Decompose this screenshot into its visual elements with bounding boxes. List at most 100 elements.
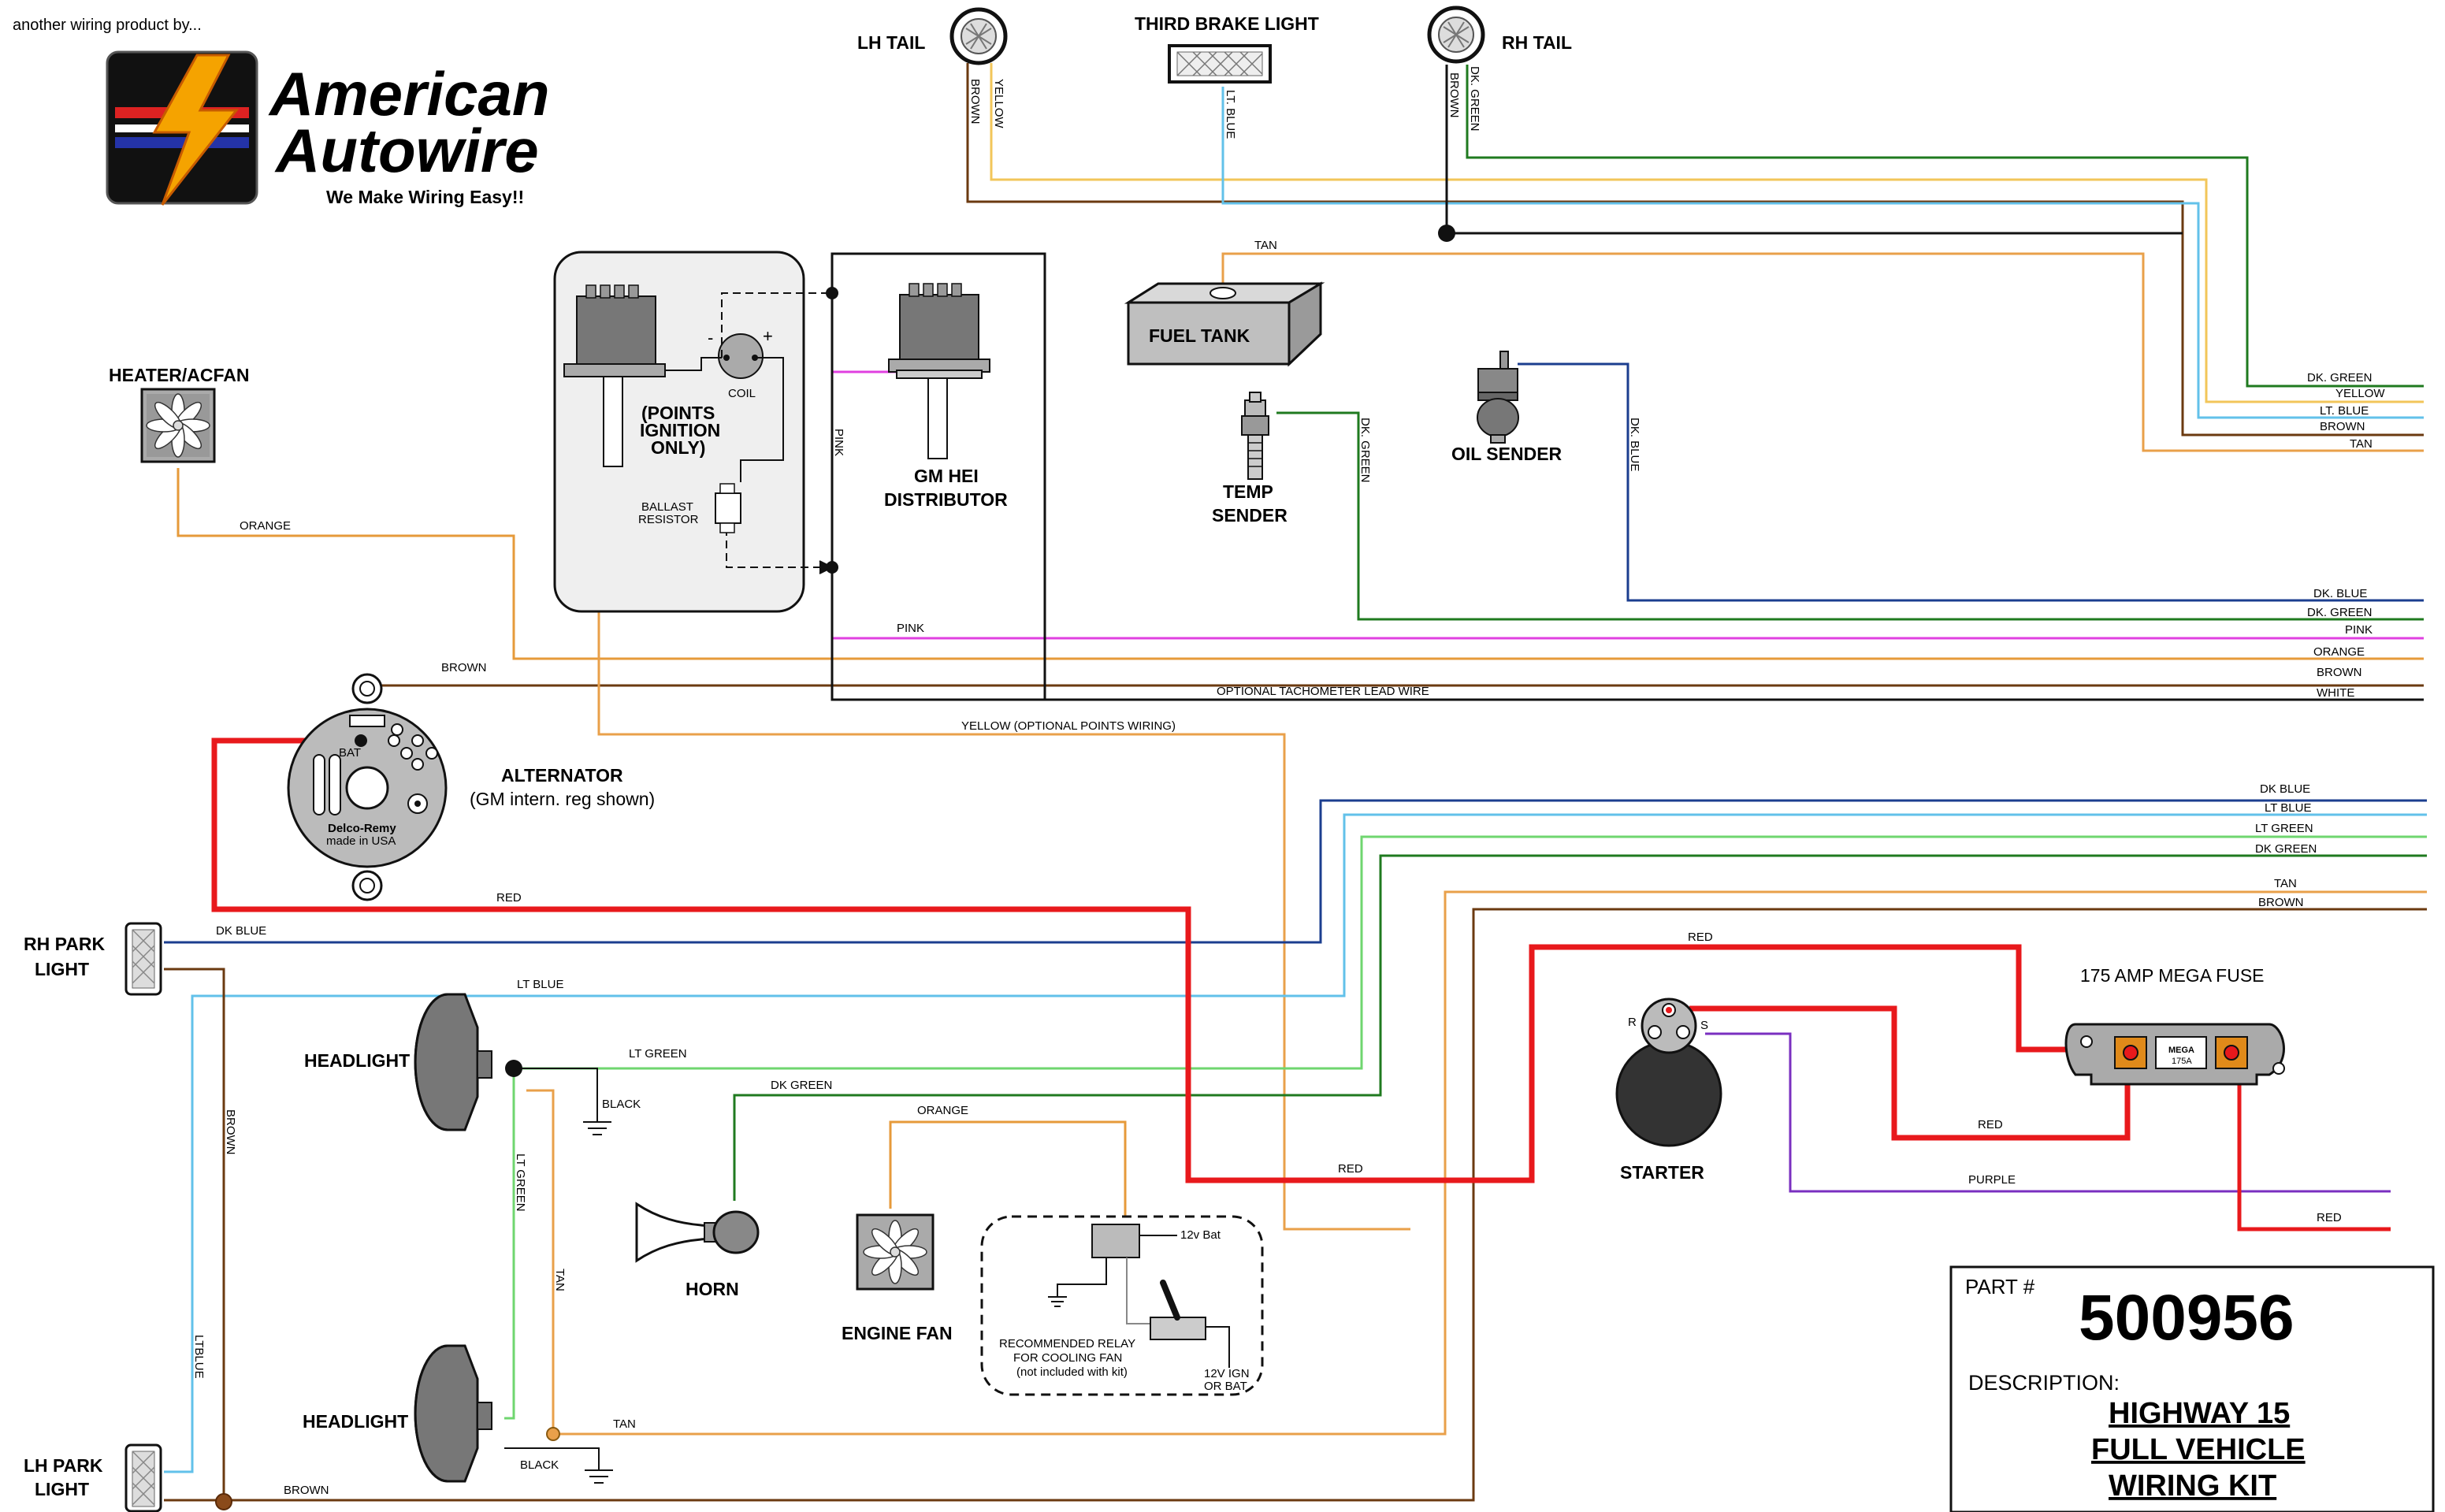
part-number: 500956 — [2079, 1282, 2295, 1354]
relay-12v-ign-2: OR BAT — [1204, 1380, 1247, 1393]
slogan: We Make Wiring Easy!! — [326, 187, 524, 207]
wire-rh-tail-dkgreen — [1466, 65, 2424, 388]
lh-park-label-1: LH PARK — [24, 1455, 103, 1476]
alternator-label: ALTERNATOR — [501, 765, 623, 786]
wl-pink-run: PINK — [897, 622, 924, 635]
wl-lh-brown: BROWN — [968, 79, 982, 124]
wire-hl1-ground — [514, 1068, 598, 1122]
wl-r-pink: PINK — [2345, 623, 2373, 637]
lh-tail-label: LH TAIL — [857, 32, 925, 53]
relay-12v-ign-1: 12V IGN — [1204, 1367, 1250, 1380]
desc-label: DESCRIPTION: — [1968, 1371, 2120, 1395]
fuel-tank-label: FUEL TANK — [1149, 325, 1250, 346]
points-label-1: (POINTS — [641, 403, 715, 423]
wire-hl2-ground — [504, 1447, 600, 1470]
points-ignition-box: - + COIL (POINTS IGNITION ONLY) BALLAST … — [553, 251, 838, 613]
wl-rh-dkgreen: DK. GREEN — [1468, 66, 1481, 132]
brand-line-2: Autowire — [274, 116, 539, 185]
heater-fan-label: HEATER/ACFAN — [109, 365, 249, 385]
wl-r-white: WHITE — [2317, 686, 2354, 700]
fan-relay: 12v Bat 12V IGN OR BAT RECOMMENDED RELAY… — [980, 1215, 1264, 1396]
wl-r-tan: TAN — [2350, 437, 2373, 451]
wl-r-brown2: BROWN — [2317, 666, 2362, 679]
part-info-box: PART # 500956 DESCRIPTION: HIGHWAY 15 FU… — [1949, 1265, 2435, 1512]
wl-tan-run: TAN — [613, 1417, 636, 1431]
wl-dist-pink: PINK — [832, 429, 845, 456]
relay-note-1: RECOMMENDED RELAY — [999, 1337, 1135, 1350]
wl-f-tan: TAN — [2274, 877, 2297, 890]
alt-bat-label: BAT — [339, 746, 361, 760]
wire-headlight-tan — [526, 890, 2427, 1436]
wl-ltgreen-vert: LT GREEN — [514, 1154, 527, 1212]
starter: R S STARTER — [1615, 997, 1722, 1183]
starter-label: STARTER — [1620, 1162, 1704, 1183]
wl-r-ltblue: LT. BLUE — [2320, 404, 2369, 418]
temp-sender-label-1: TEMP — [1223, 481, 1273, 502]
wire-rh-park-dkblue — [164, 799, 2427, 944]
wl-brake-ltblue: LT. BLUE — [1224, 90, 1237, 139]
headlight-1: HEADLIGHT — [304, 993, 522, 1131]
headlight-1-label: HEADLIGHT — [304, 1050, 410, 1071]
wl-f-ltblue: LT BLUE — [2265, 801, 2311, 815]
alternator: BAT Delco-Remy made in USA ALTERNATOR (G… — [287, 673, 655, 901]
wl-lh-yellow: YELLOW — [992, 79, 1005, 128]
rh-tail-light: RH TAIL — [1427, 6, 1572, 64]
wl-r-dkblue: DK. BLUE — [2313, 587, 2367, 600]
wl-alt-brown: BROWN — [441, 661, 487, 674]
alt-made: made in USA — [326, 834, 396, 848]
wl-f-dkgreen: DK GREEN — [2255, 842, 2317, 856]
coil-plus: + — [763, 326, 773, 346]
distributor-label-1: GM HEI — [914, 466, 979, 486]
wl-oil-dkblue: DK. BLUE — [1628, 418, 1641, 471]
wl-brown-run: BROWN — [284, 1484, 329, 1497]
splice-rh-tail — [1438, 225, 1455, 242]
ballast-label-2: RESISTOR — [638, 513, 699, 526]
desc-line-2: FULL VEHICLE — [2091, 1433, 2306, 1466]
wire-headlight-ltgreen — [514, 835, 2427, 1070]
wl-brown-vert: BROWN — [224, 1109, 237, 1155]
wire-rh-park-brown — [164, 968, 225, 1502]
third-brake-light: THIRD BRAKE LIGHT — [1135, 13, 1319, 84]
headlight-2: HEADLIGHT — [303, 1344, 492, 1483]
rh-park-light: RH PARK LIGHT — [24, 922, 162, 996]
wire-lh-tail-brown — [966, 63, 2424, 437]
wire-headlight-ltgreen-vert — [504, 1068, 515, 1420]
wl-r-dkgreen2: DK. GREEN — [2307, 606, 2373, 619]
wires — [164, 63, 2427, 1510]
hei-distributor: GM HEI DISTRIBUTOR — [830, 252, 1046, 701]
wl-tan-vert: TAN — [553, 1269, 567, 1291]
wire-rh-tail-brown — [1445, 65, 2183, 235]
coil-minus: - — [708, 328, 713, 347]
wl-red-4: RED — [1978, 1118, 2003, 1131]
wl-black-2: BLACK — [520, 1458, 559, 1472]
lh-park-label-2: LIGHT — [35, 1479, 89, 1499]
points-label-3: ONLY) — [651, 437, 705, 458]
part-label: PART # — [1965, 1275, 2035, 1298]
headlight-2-label: HEADLIGHT — [303, 1411, 408, 1432]
oil-sender: OIL SENDER — [1451, 351, 1562, 464]
wl-red-5: RED — [2317, 1211, 2342, 1224]
wl-purple: PURPLE — [1968, 1173, 2016, 1187]
lh-tail-light: LH TAIL — [857, 7, 1008, 65]
fuse-label-2: 175A — [2172, 1057, 2192, 1066]
starter-s: S — [1700, 1019, 1708, 1032]
wl-ltblue-run: LT BLUE — [517, 978, 563, 991]
wl-red-1: RED — [496, 891, 522, 905]
starter-r: R — [1628, 1016, 1637, 1029]
relay-12v-bat: 12v Bat — [1180, 1228, 1221, 1242]
wl-rh-brown: BROWN — [1447, 72, 1461, 118]
wire-red-starter — [1689, 1005, 2131, 1141]
wl-ltgreen-run: LT GREEN — [629, 1047, 687, 1061]
desc-line-1: HIGHWAY 15 — [2109, 1397, 2290, 1430]
splice-lh-brown — [215, 1493, 232, 1510]
wl-fan-orange: ORANGE — [917, 1104, 968, 1117]
wl-black-1: BLACK — [602, 1098, 641, 1111]
wire-lh-tail-yellow — [990, 63, 2424, 403]
rh-tail-label: RH TAIL — [1502, 32, 1572, 53]
wl-f-ltgreen: LT GREEN — [2255, 822, 2313, 835]
wl-yellow-points: YELLOW (OPTIONAL POINTS WIRING) — [961, 719, 1176, 733]
mega-fuse-label: 175 AMP MEGA FUSE — [2080, 965, 2265, 986]
wire-temp-dkgreen — [1276, 411, 2424, 621]
horn-label: HORN — [686, 1279, 739, 1299]
wl-tach: OPTIONAL TACHOMETER LEAD WIRE — [1217, 685, 1429, 698]
